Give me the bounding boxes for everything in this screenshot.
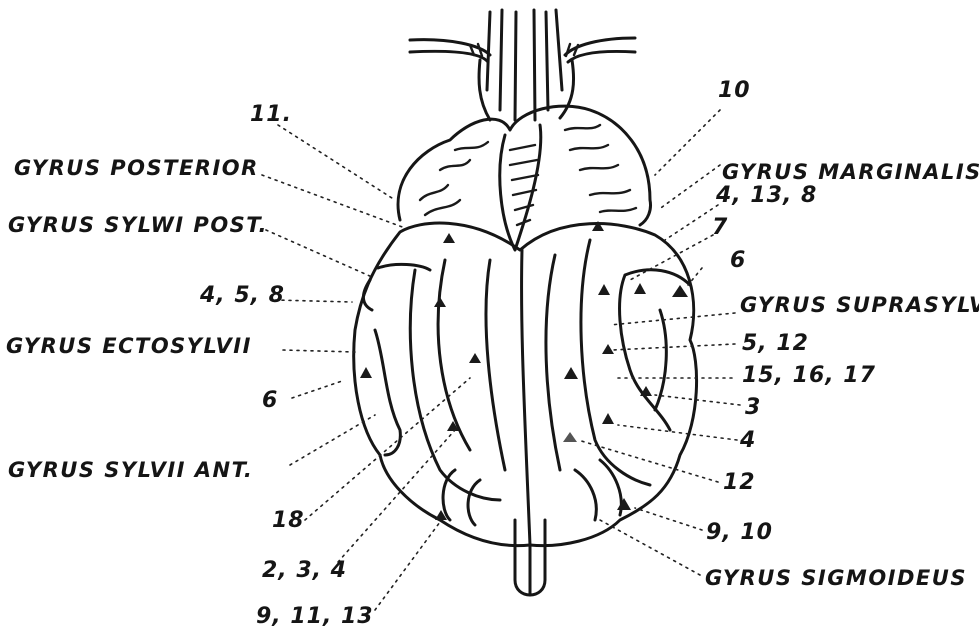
filled-triangle-icon: [564, 367, 578, 379]
label-3: 3: [745, 397, 761, 419]
label-6-left: 6: [262, 390, 278, 412]
label-gyrus-marginalis: GYRUS MARGINALIS: [722, 162, 979, 183]
filled-triangle-icon: [634, 283, 646, 294]
filled-triangle-icon: [602, 344, 614, 354]
label-gyrus-sylvii-ant: GYRUS SYLVII ANT.: [8, 460, 253, 481]
label-2-3-4: 2, 3, 4: [262, 560, 347, 582]
cerebrum: [354, 223, 697, 595]
label-9-11-13: 9, 11, 13: [256, 606, 374, 628]
label-11: 11.: [250, 104, 292, 126]
filled-triangle-icon: [469, 353, 481, 363]
filled-triangle-icon: [443, 233, 455, 243]
label-gyrus-sigmoideus: GYRUS SIGMOIDEUS: [705, 568, 967, 589]
label-4-5-8: 4, 5, 8: [200, 285, 285, 307]
label-4-13-8: 4, 13, 8: [716, 185, 817, 207]
cerebellum: [398, 106, 650, 250]
label-4: 4: [740, 430, 756, 452]
filled-triangle-icon: [617, 498, 631, 510]
filled-triangle-icon: [602, 413, 614, 424]
label-15-16-17: 15, 16, 17: [742, 365, 876, 387]
filled-triangle-icon: [434, 297, 446, 307]
label-12: 12: [723, 472, 756, 494]
label-10: 10: [718, 80, 751, 102]
label-gyrus-ectosylvii: GYRUS ECTOSYLVII: [6, 336, 252, 357]
filled-triangle-icon: [598, 284, 610, 295]
label-gyrus-posterior: GYRUS POSTERIOR: [14, 158, 259, 179]
filled-triangle-icon: [672, 285, 688, 297]
label-18: 18: [272, 510, 305, 532]
filled-triangle-icon: [360, 367, 372, 378]
filled-triangle-icon: [563, 432, 577, 442]
brainstem: [410, 10, 635, 120]
label-7: 7: [712, 217, 728, 239]
label-gyrus-sylwi-post: GYRUS SYLWI POST.: [8, 215, 268, 236]
label-6-right: 6: [730, 250, 746, 272]
label-9-10: 9, 10: [706, 522, 773, 544]
label-5-12: 5, 12: [742, 333, 809, 355]
label-gyrus-suprasylvii: GYRUS SUPRASYLVII: [740, 295, 979, 316]
